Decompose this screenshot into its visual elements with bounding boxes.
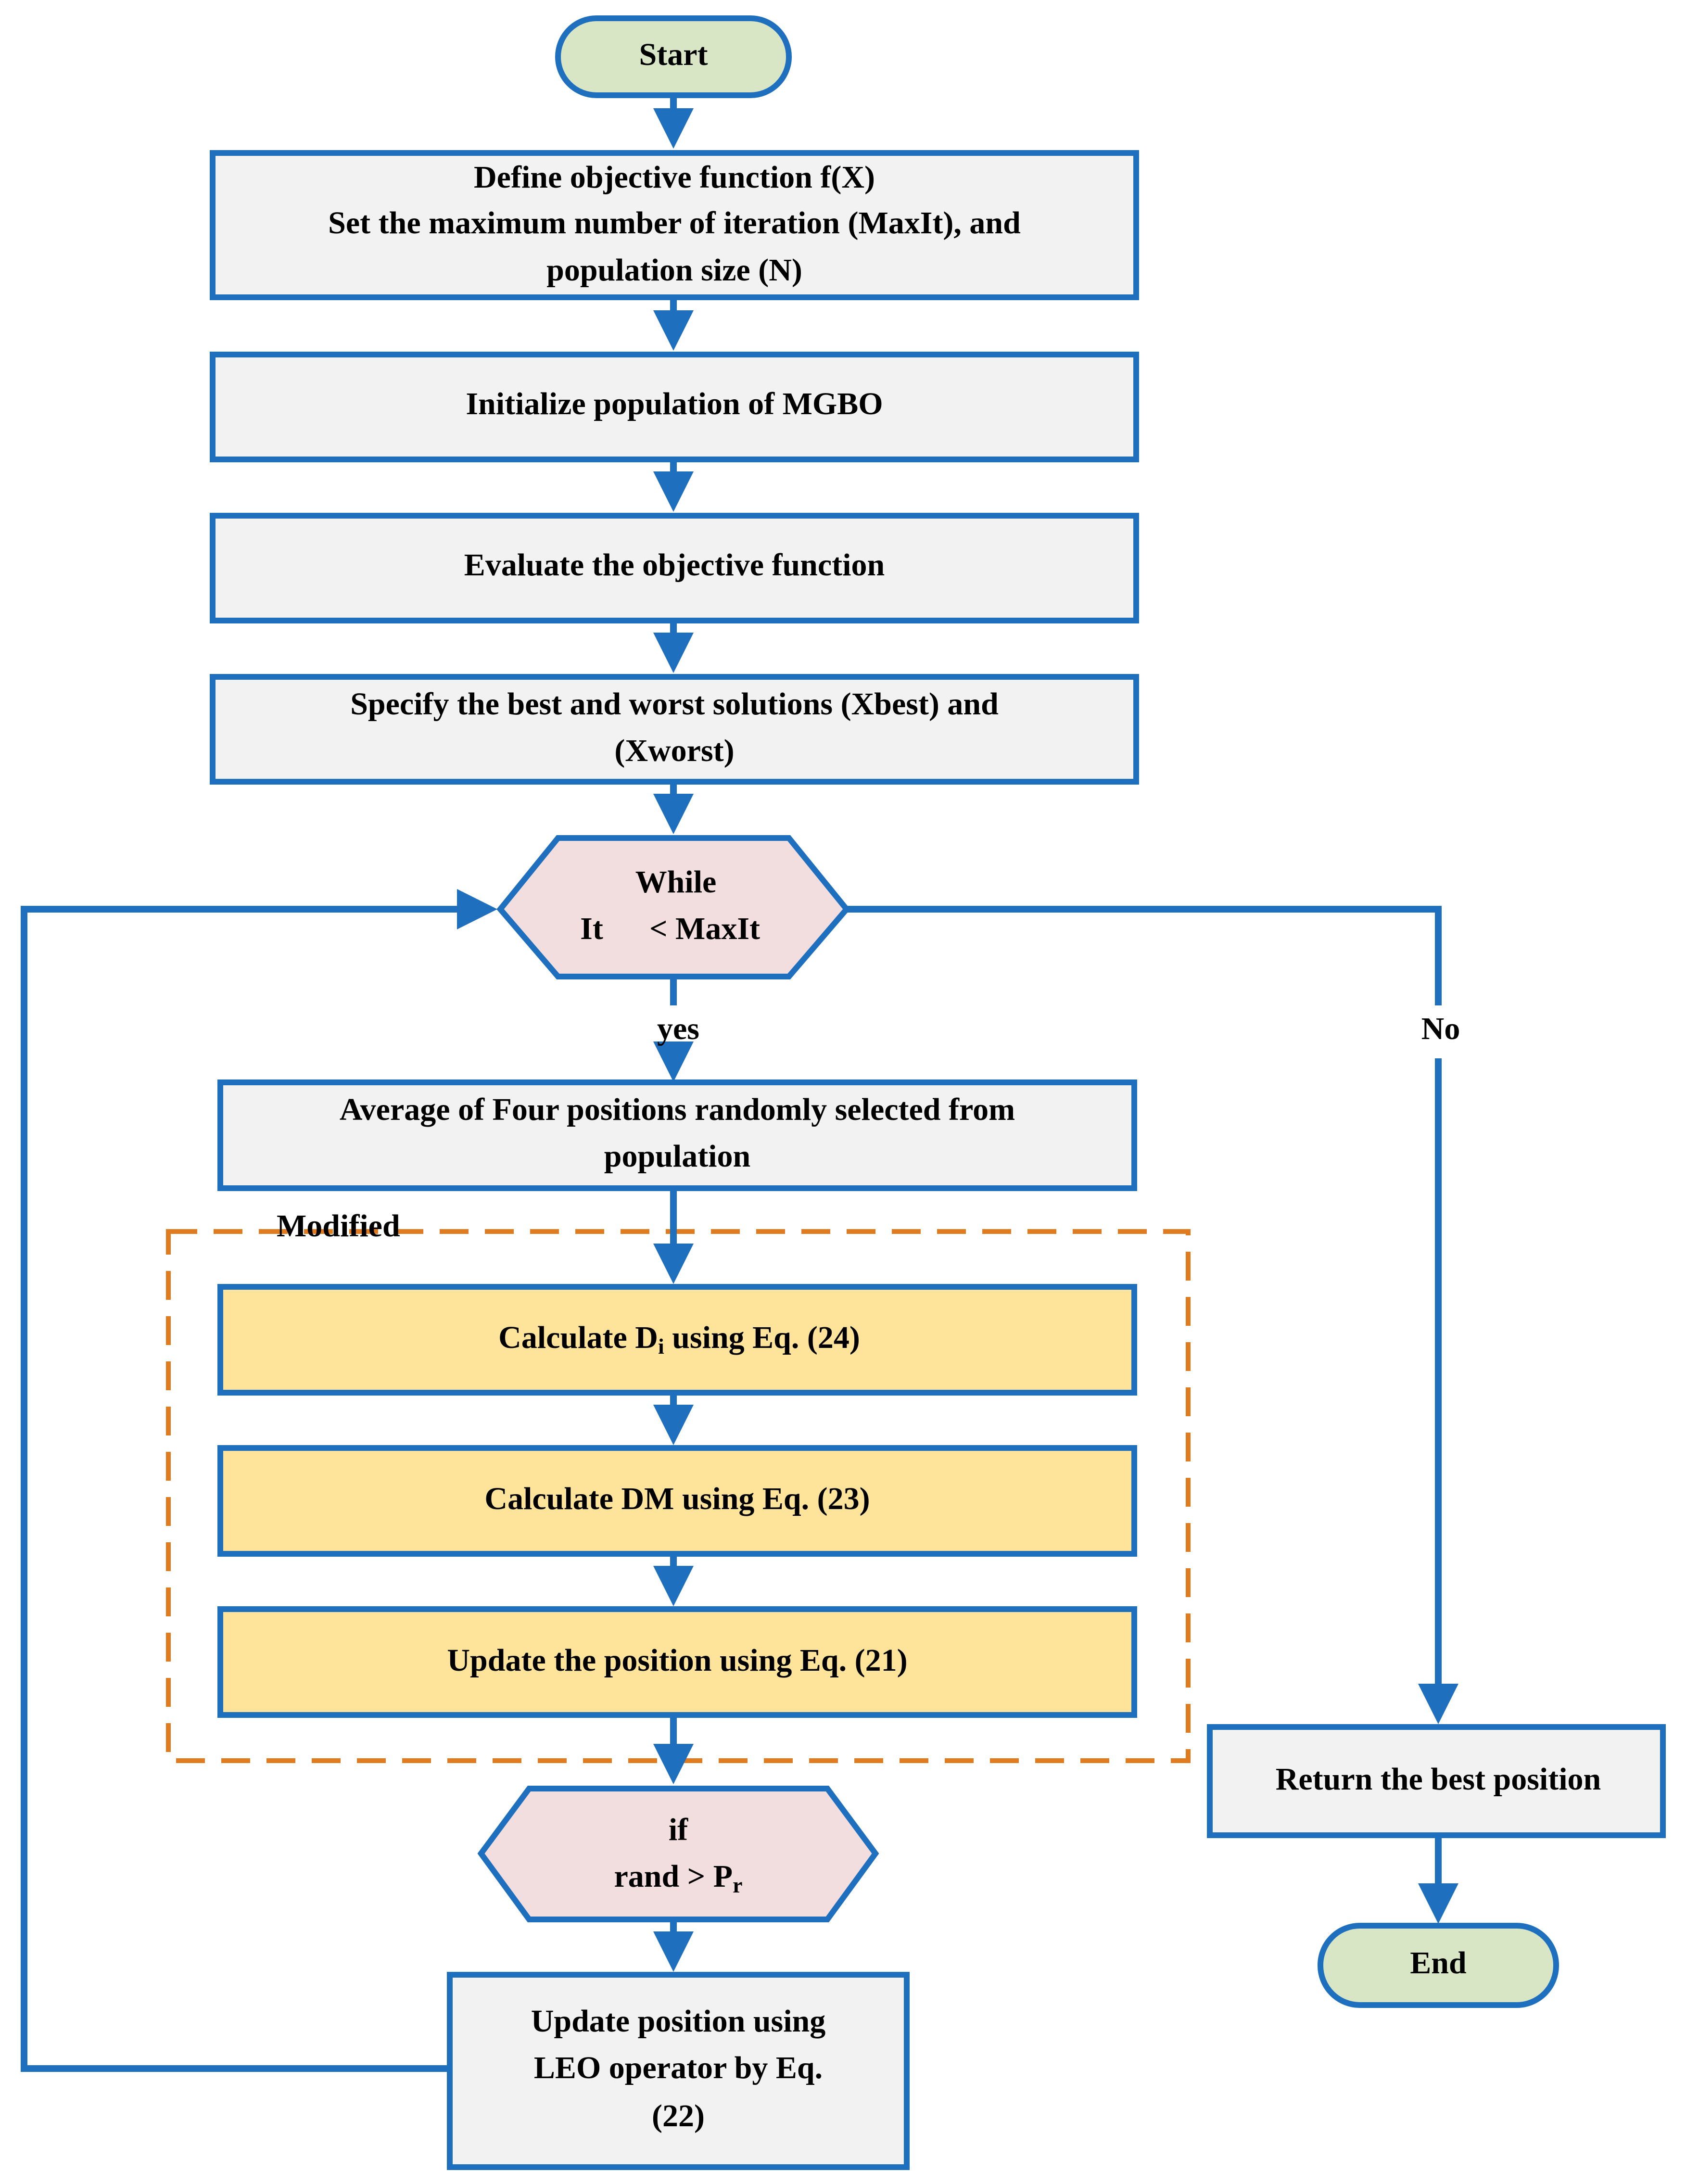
svg-text:Update position using: Update position using [531,2004,826,2039]
svg-text:Calculate Di using Eq. (24): Calculate Di using Eq. (24) [498,1320,860,1358]
svg-text:population size (N): population size (N) [546,253,802,288]
calculate-di-box: Calculate Di using Eq. (24) [217,1284,1137,1396]
evaluate-objective-box: Evaluate the objective function [210,513,1139,623]
svg-text:While: While [635,864,717,900]
specify-best-worst-box: Specify the best and worst solutions (Xb… [210,674,1139,785]
svg-text:population: population [604,1139,750,1174]
start-terminal: Start [555,15,792,98]
define-objective-box: Define objective function f(X) Set the m… [210,150,1139,300]
svg-text:Evaluate the objective functio: Evaluate the objective function [464,547,885,583]
yes-label: yes [657,1011,699,1046]
svg-text:Return the best position: Return the best position [1276,1762,1601,1797]
end-terminal: End [1318,1923,1559,2008]
svg-text:if: if [669,1812,688,1847]
svg-text:Define objective function f(X): Define objective function f(X) [474,160,875,195]
svg-text:(22): (22) [652,2098,705,2133]
svg-text:Average of Four positions rand: Average of Four positions randomly selec… [340,1092,1015,1127]
average-positions-box: Average of Four positions randomly selec… [217,1079,1137,1191]
arrow-loop-back [21,889,497,2072]
line-while-no [847,906,1442,1005]
svg-text:< MaxIt: < MaxIt [649,911,760,946]
svg-text:LEO operator by Eq.: LEO operator by Eq. [534,2050,823,2085]
modified-label: Modified [277,1208,400,1244]
while-decision: While It < MaxIt [496,835,850,979]
svg-text:Update the position using Eq.: Update the position using Eq. (21) [447,1643,907,1678]
calculate-dm-box: Calculate DM using Eq. (23) [217,1445,1137,1557]
svg-text:(Xworst): (Xworst) [614,733,734,768]
svg-text:Start: Start [639,37,708,72]
initialize-population-box: Initialize population of MGBO [210,352,1139,462]
leo-update-box: Update position using LEO operator by Eq… [447,1972,910,2170]
svg-text:End: End [1410,1945,1466,1981]
svg-text:Initialize population of MGBO: Initialize population of MGBO [466,386,883,421]
svg-text:Set the maximum number of iter: Set the maximum number of iteration (Max… [328,205,1021,241]
svg-text:Specify the best and worst sol: Specify the best and worst solutions (Xb… [350,686,999,722]
svg-text:Calculate DM using Eq. (23): Calculate DM using Eq. (23) [484,1481,870,1516]
update-position-box: Update the position using Eq. (21) [217,1606,1137,1718]
if-decision: if rand > Pr [477,1786,879,1922]
no-label: No [1421,1011,1460,1046]
svg-text:rand > Pr: rand > Pr [614,1859,742,1897]
return-best-box: Return the best position [1207,1724,1666,1838]
connectors [21,95,1458,2072]
svg-text:It: It [580,911,603,946]
